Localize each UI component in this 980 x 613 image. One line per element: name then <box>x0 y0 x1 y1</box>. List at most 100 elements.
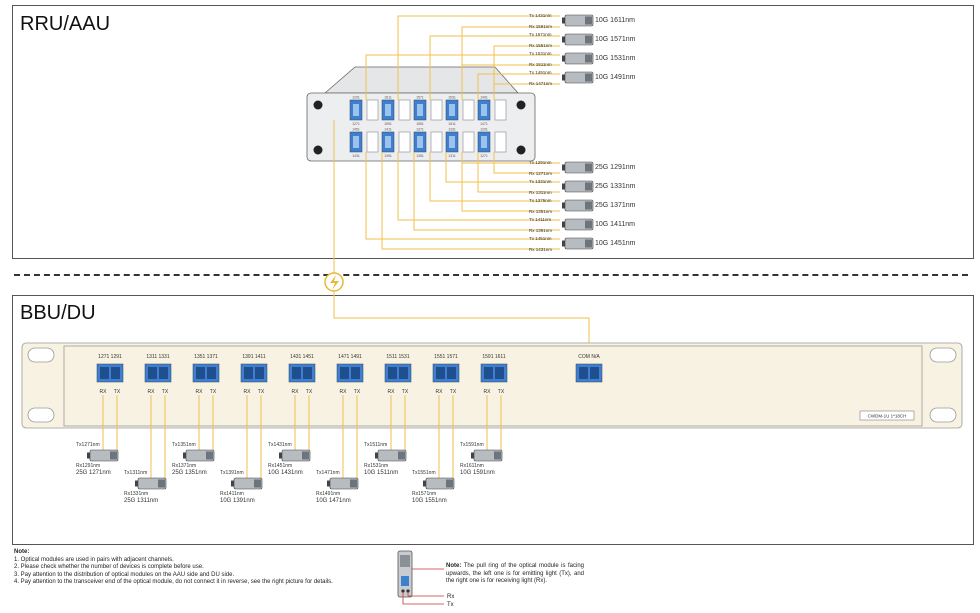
module-name: 10G 1551nm <box>412 498 447 504</box>
module-name: 10G 1471nm <box>316 498 351 504</box>
aau-port-label: 1371 <box>416 128 424 132</box>
aau-port-label: 1431 <box>352 154 360 158</box>
module-name: 25G 1351nm <box>172 470 207 476</box>
aau-port-label: 1471 <box>480 122 488 126</box>
module-tx-label: Tx 1491nm <box>529 70 552 75</box>
pull-note-title: Note: <box>446 563 462 569</box>
sfp-module-icon <box>562 71 594 84</box>
module-rx-label: Rx1611nm <box>460 463 484 469</box>
lightning-icon <box>324 272 344 292</box>
module-tx-label: Tx 1291nm <box>529 160 552 165</box>
aau-optical-module[interactable]: Tx 1291nm Rx 1271nm 25G 1291nm <box>529 160 636 176</box>
tx-port-label: TX <box>498 389 505 395</box>
com-port[interactable]: COM N/A <box>575 354 603 383</box>
rx-port-label: RX <box>484 389 492 395</box>
rx-port-label: RX <box>100 389 108 395</box>
module-rx-label: Rx1571nm <box>412 491 436 497</box>
module-rx-label: Rx 1471nm <box>529 81 552 86</box>
model-label: CWDM-1U 1*18CH <box>868 414 907 419</box>
aau-port-label: 1271 <box>352 122 360 126</box>
aau-port-pair[interactable]: 1611 1591 <box>381 96 411 127</box>
aau-port-label: 1611 <box>384 96 392 100</box>
section-divider <box>14 274 968 276</box>
module-rx-label: Rx1371nm <box>172 463 196 469</box>
rx-pointer-label: Rx <box>447 594 454 600</box>
module-name: 25G 1371nm <box>595 202 636 209</box>
tx-port-label: TX <box>210 389 217 395</box>
sfp-module-icon <box>183 449 215 462</box>
module-rx-label: Rx 1431nm <box>529 247 552 252</box>
aau-port-label: 1451 <box>352 128 360 132</box>
module-name: 10G 1511nm <box>364 470 398 476</box>
sfp-module-icon <box>327 477 359 490</box>
rx-port-label: RX <box>436 389 444 395</box>
aau-port-label: 1291 <box>480 128 488 132</box>
com-label: COM N/A <box>578 354 600 360</box>
sfp-module-icon <box>135 477 167 490</box>
aau-port-label: 1591 <box>384 122 392 126</box>
note-item: 1. Optical modules are used in pairs wit… <box>14 556 174 563</box>
module-name: 10G 1531nm <box>595 55 636 62</box>
module-rx-label: Rx 1391nm <box>529 228 552 233</box>
module-name: 10G 1391nm <box>220 498 255 504</box>
rx-port-label: RX <box>244 389 252 395</box>
tx-port-label: TX <box>306 389 313 395</box>
module-tx-label: Tx1351nm <box>172 442 196 448</box>
module-tx-label: Tx1311nm <box>124 470 147 476</box>
module-name: 25G 1291nm <box>595 164 636 171</box>
bbu-pair-label: 1311 1331 <box>146 354 169 360</box>
aau-fiber-lines <box>365 15 560 250</box>
rru-aau-title: RRU/AAU <box>20 13 111 35</box>
module-rx-label: Rx 1311nm <box>529 190 552 195</box>
module-rx-label: Rx 1271nm <box>529 171 552 176</box>
module-tx-label: Tx1471nm <box>316 470 340 476</box>
aau-port-label: 1411 <box>384 128 392 132</box>
aau-port-label: 1511 <box>448 122 456 126</box>
aau-port-label: 1311 <box>448 154 456 158</box>
sfp-module-icon <box>562 33 594 46</box>
tx-port-label: TX <box>258 389 265 395</box>
aau-port-pair[interactable]: 1451 1431 <box>349 128 379 159</box>
bbu-pair-label: 1591 1611 <box>482 354 505 360</box>
aau-port-label: 1551 <box>416 122 424 126</box>
tx-port-label: TX <box>450 389 457 395</box>
aau-mux-device: 1291127116111591157115511531151114911471… <box>306 66 536 162</box>
module-name: 10G 1611nm <box>595 17 635 24</box>
rx-port-label: RX <box>340 389 348 395</box>
